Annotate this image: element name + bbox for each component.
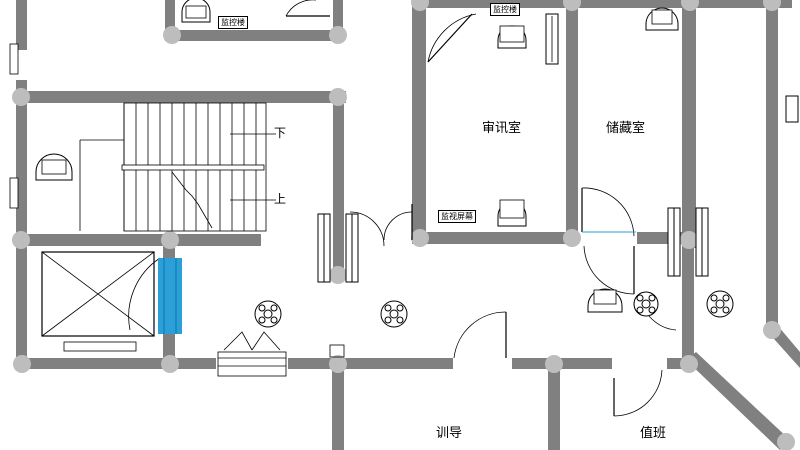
wall-lower-2: [548, 358, 560, 450]
doors: [217, 0, 677, 417]
door-swing: [427, 13, 477, 63]
wall-left-mid: [16, 80, 27, 370]
chair: [35, 153, 73, 181]
wall-corridor-bottom-d: [667, 358, 692, 369]
highlighted-door[interactable]: [158, 258, 182, 334]
wall-rooms-top: [412, 0, 792, 8]
columns: [12, 0, 795, 450]
column: [163, 26, 181, 44]
column: [680, 231, 698, 249]
door-swing: [285, 0, 316, 17]
column: [161, 231, 179, 249]
elevator: [41, 251, 182, 352]
door-leaf: [427, 13, 473, 63]
plant-pot: [633, 291, 659, 317]
column: [12, 88, 30, 106]
interrogation-sign: 监视屏幕: [438, 210, 476, 223]
elevator-door-swing: [128, 257, 161, 331]
stair-handrail: [121, 164, 265, 171]
stair-label-down: 下: [274, 126, 287, 140]
plants: [254, 290, 734, 328]
column: [681, 0, 699, 11]
door-swing: [583, 245, 635, 295]
door-swing: [453, 311, 507, 359]
furniture: [9, 0, 799, 313]
wall-rooms-bottom: [412, 232, 572, 244]
column: [563, 229, 581, 247]
chair: [181, 0, 211, 23]
staircase: [79, 102, 276, 232]
wall-rooms-mid: [566, 0, 578, 242]
wall-stair-right: [333, 91, 344, 281]
door-swing: [613, 369, 663, 417]
door-swing: [581, 187, 635, 237]
column: [763, 0, 781, 11]
top-mid-sign: 监控楼: [490, 3, 520, 16]
chair: [497, 199, 527, 227]
column: [763, 321, 781, 339]
chair: [645, 7, 679, 31]
room-label-interrogation: 审讯室: [482, 121, 522, 136]
room-label-duty: 值班: [640, 426, 667, 441]
wall-topleft-left: [165, 0, 175, 40]
wall-corridor-bottom-a: [16, 358, 216, 369]
column: [777, 433, 795, 450]
entrance-door-swing: [223, 331, 253, 351]
column: [329, 355, 347, 373]
wall-far-right: [766, 0, 778, 330]
elevator-car: [41, 251, 155, 337]
wall-topleft-right: [333, 0, 343, 40]
chair: [587, 288, 623, 313]
wall-stair-bottom: [16, 234, 261, 246]
wall-right-col: [682, 240, 694, 360]
top-left-sign: 监控楼: [218, 16, 248, 29]
wall-stair-top: [16, 91, 346, 103]
column: [329, 26, 347, 44]
chair: [497, 25, 527, 49]
room-label-storage: 储藏室: [606, 121, 646, 136]
entrance-frame: [217, 351, 287, 377]
door-swing: [349, 211, 385, 247]
door-swing: [383, 211, 413, 241]
locker-group: [317, 95, 799, 283]
stair-label-up: 上: [274, 192, 287, 206]
room-label-hall-bottom: 训导: [436, 426, 463, 441]
plant-pot: [380, 300, 408, 328]
wall-lower-1: [332, 358, 344, 450]
elevator-counterweight: [63, 341, 137, 352]
wall-left-upper: [16, 0, 27, 50]
plant-pot: [254, 300, 282, 328]
wall-topleft-bottom: [165, 30, 345, 41]
column: [161, 355, 179, 373]
column: [563, 0, 581, 11]
column: [411, 229, 429, 247]
plant-pot: [706, 290, 734, 318]
column: [545, 355, 563, 373]
wall-diagonal: [686, 352, 790, 450]
column: [12, 231, 30, 249]
wall-rooms-left: [412, 0, 426, 242]
column: [329, 266, 347, 284]
column: [680, 355, 698, 373]
wall-rooms-right: [682, 0, 696, 248]
entrance-door-swing: [251, 331, 281, 351]
stair-break-line: [171, 171, 213, 229]
column: [13, 355, 31, 373]
column: [329, 88, 347, 106]
wall-corridor-bottom-b: [288, 358, 453, 369]
walls: [16, 0, 800, 450]
column: [411, 0, 429, 11]
